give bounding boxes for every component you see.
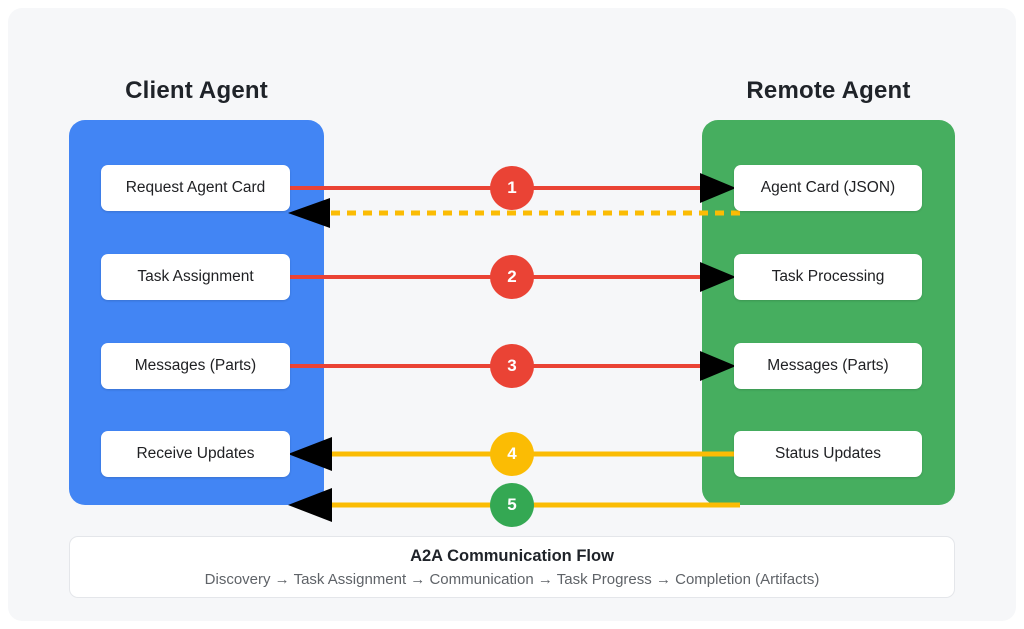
client-agent-title: Client Agent [125, 77, 268, 104]
remote-step-box-2[interactable]: Task Processing [734, 254, 922, 300]
remote-step-label-4: Status Updates [775, 445, 881, 462]
step-badge-number-5: 5 [507, 495, 517, 514]
summary-title: A2A Communication Flow [410, 546, 614, 565]
summary-panel: A2A Communication Flow Discovery → Task … [69, 536, 955, 598]
step-badge-number-2: 2 [507, 267, 517, 286]
step-badge-1[interactable]: 1 [490, 166, 534, 210]
summary-subtitle: Discovery → Task Assignment → Communicat… [204, 570, 820, 588]
step-badge-2[interactable]: 2 [490, 255, 534, 299]
client-step-box-3[interactable]: Messages (Parts) [101, 343, 290, 389]
remote-step-label-2: Task Processing [771, 268, 885, 285]
client-step-box-2[interactable]: Task Assignment [101, 254, 290, 300]
step-badge-number-1: 1 [507, 178, 517, 197]
remote-step-label-1: Agent Card (JSON) [760, 179, 896, 196]
client-step-box-4[interactable]: Receive Updates [101, 431, 290, 477]
remote-step-box-3[interactable]: Messages (Parts) [734, 343, 922, 389]
step-badge-5[interactable]: 5 [490, 483, 534, 527]
step-badge-3[interactable]: 3 [490, 344, 534, 388]
client-step-label-4: Receive Updates [136, 445, 255, 462]
step-badge-number-3: 3 [507, 356, 517, 375]
remote-step-label-3: Messages (Parts) [767, 357, 889, 374]
step-badge-4[interactable]: 4 [490, 432, 534, 476]
client-step-label-2: Task Assignment [137, 268, 254, 285]
remote-step-box-4[interactable]: Status Updates [734, 431, 922, 477]
step-badge-number-4: 4 [507, 444, 517, 463]
client-step-label-1: Request Agent Card [125, 179, 266, 196]
client-step-box-1[interactable]: Request Agent Card [101, 165, 290, 211]
client-step-label-3: Messages (Parts) [134, 357, 257, 374]
remote-agent-title: Remote Agent [746, 77, 911, 104]
remote-step-box-1[interactable]: Agent Card (JSON) [734, 165, 922, 211]
